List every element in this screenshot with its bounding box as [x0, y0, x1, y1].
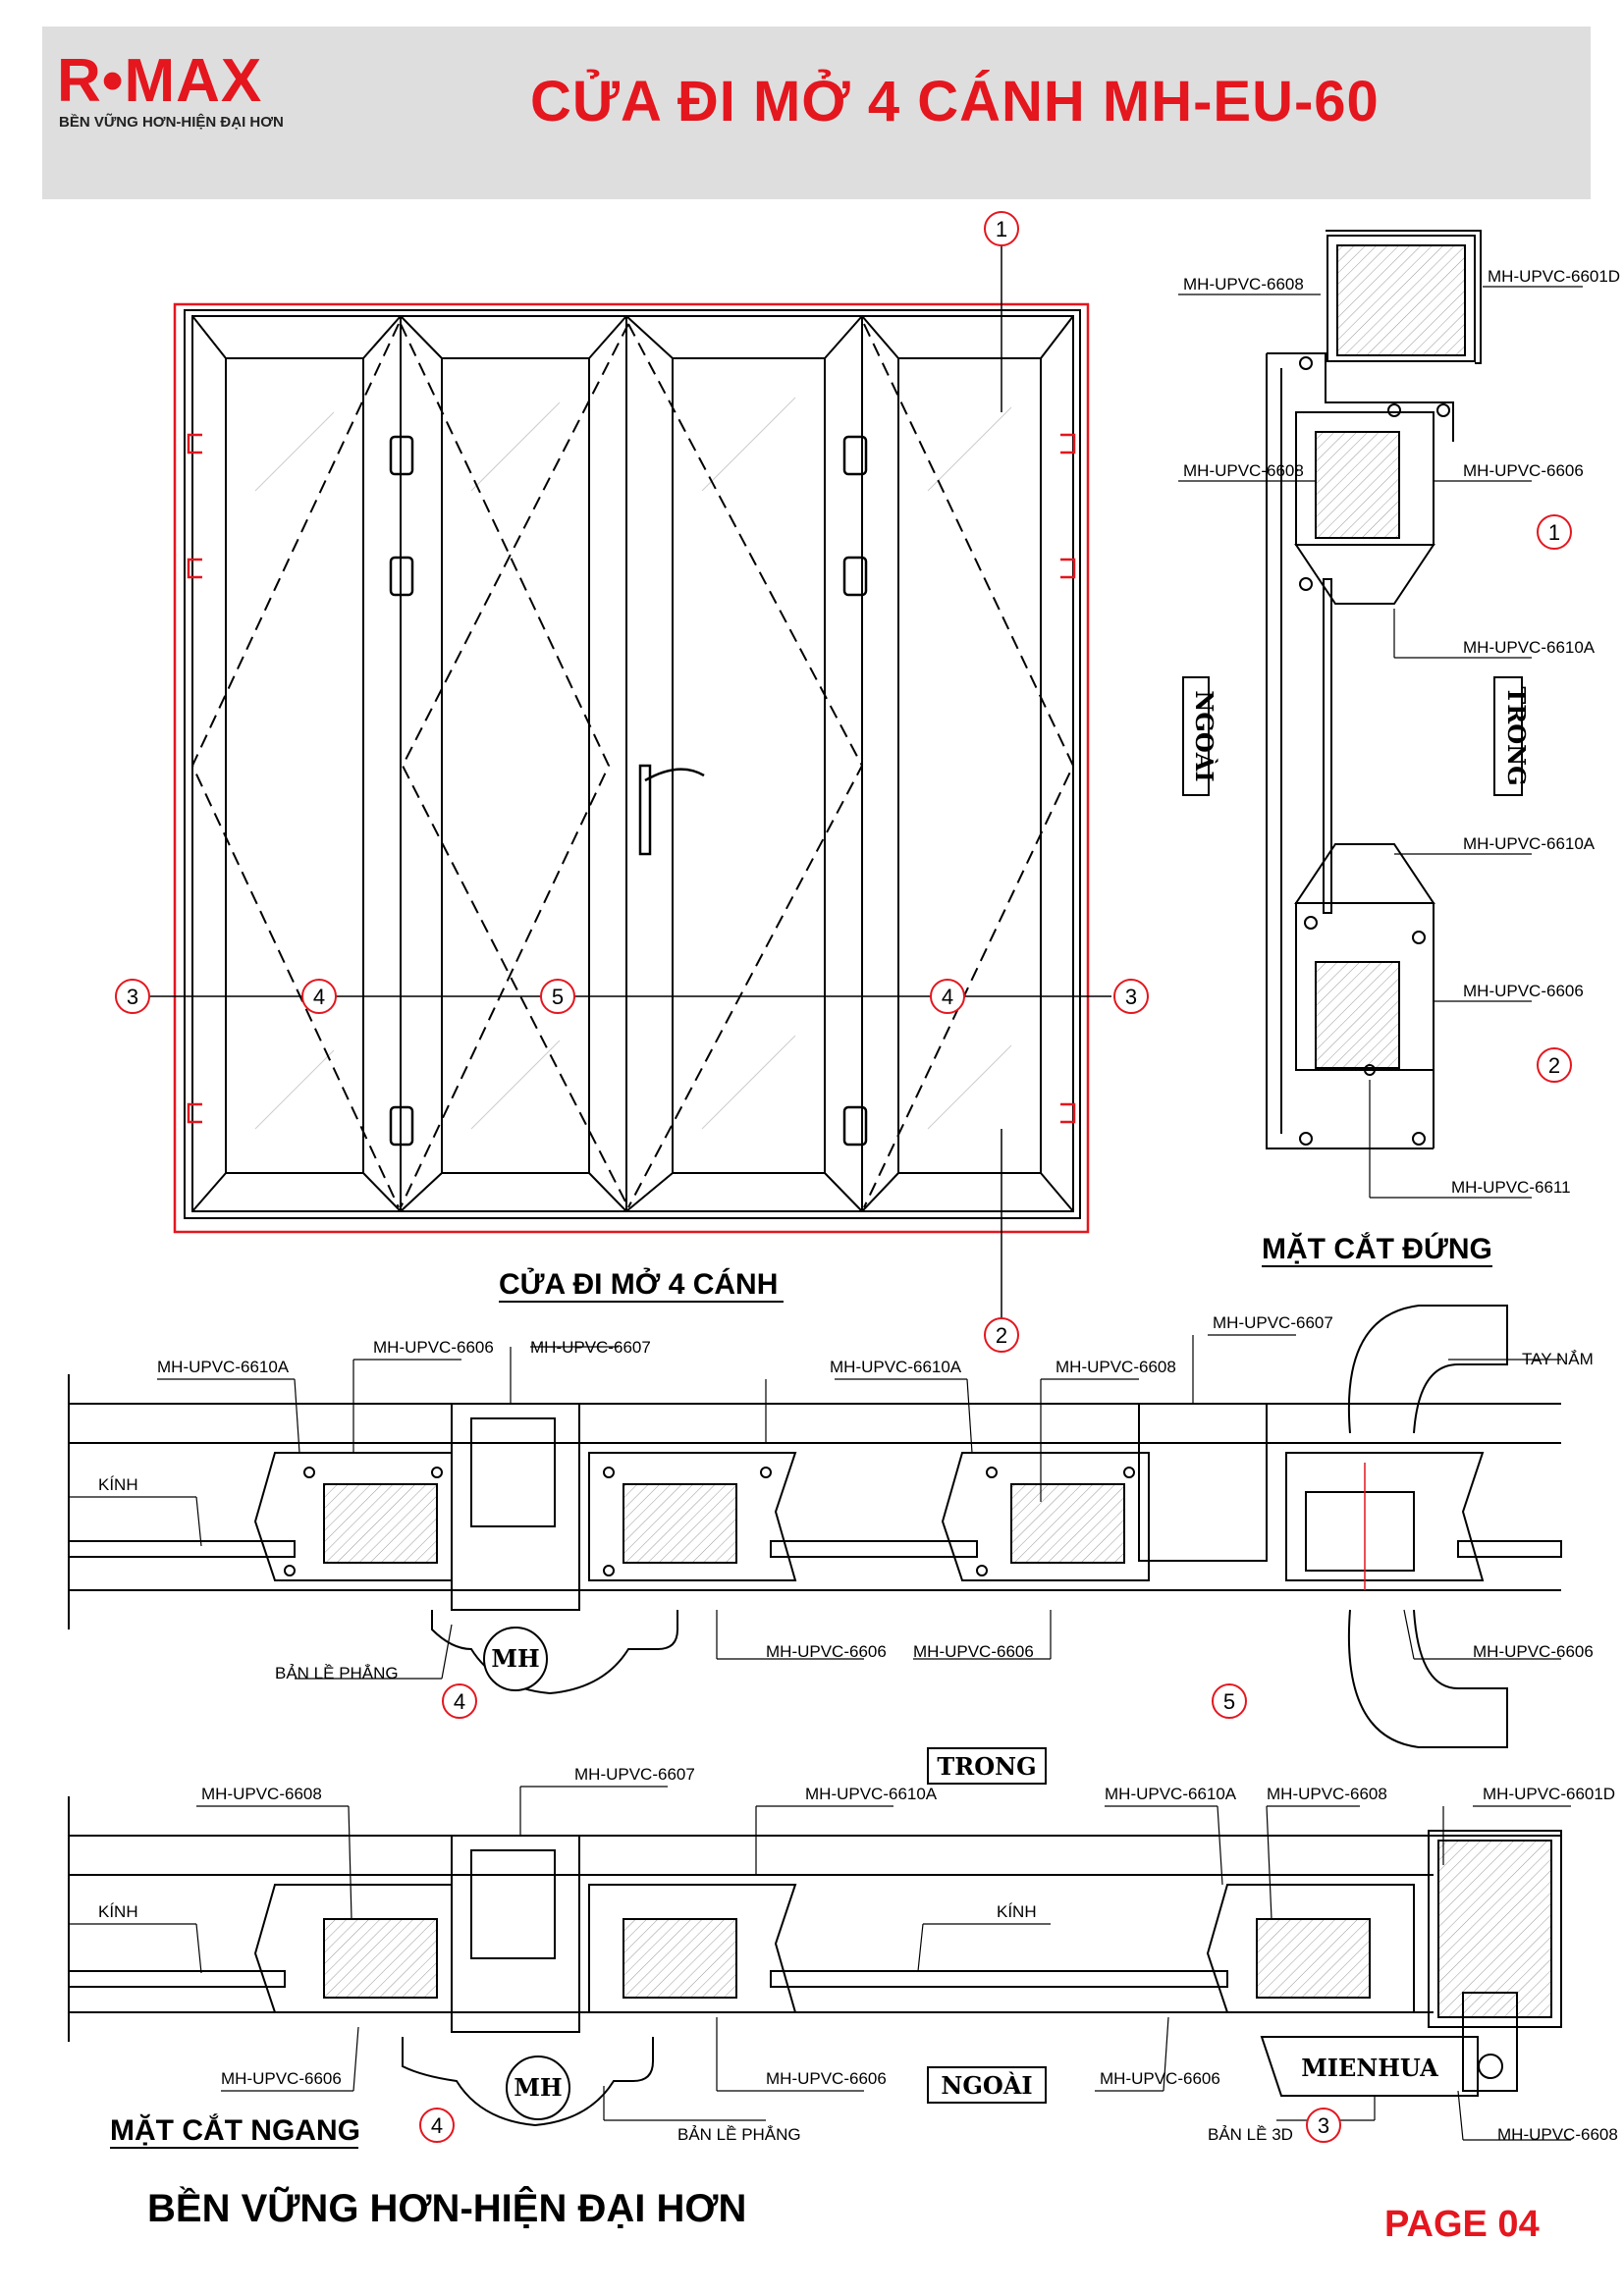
svg-text:MH-UPVC-6606: MH-UPVC-6606: [373, 1338, 494, 1357]
svg-text:3: 3: [1125, 985, 1137, 1009]
hinge-3d-mark: MIENHUA: [1301, 2054, 1438, 2082]
svg-text:MH-UPVC-6610A: MH-UPVC-6610A: [830, 1358, 962, 1376]
footer-slogan: BỀN VỮNG HƠN-HIỆN ĐẠI HƠN: [147, 2187, 747, 2230]
svg-text:4: 4: [313, 985, 325, 1009]
svg-text:MH-UPVC-6610A: MH-UPVC-6610A: [1463, 638, 1596, 657]
svg-text:MH-UPVC-6610A: MH-UPVC-6610A: [157, 1358, 290, 1376]
svg-text:MH-UPVC-6601D: MH-UPVC-6601D: [1483, 1785, 1615, 1803]
horizontal-section-caption: MẶT CẮT NGANG: [110, 2113, 360, 2147]
svg-text:KÍNH: KÍNH: [98, 1475, 138, 1494]
svg-text:1: 1: [1548, 520, 1560, 545]
svg-text:MH-UPVC-6608: MH-UPVC-6608: [1497, 2125, 1618, 2144]
hinge-mark-lower: MH: [514, 2073, 562, 2102]
svg-text:5: 5: [552, 985, 564, 1009]
svg-text:MH-UPVC-6610A: MH-UPVC-6610A: [1463, 834, 1596, 853]
svg-text:5: 5: [1223, 1689, 1235, 1714]
svg-text:BẢN LỀ PHẲNG: BẢN LỀ PHẲNG: [275, 1664, 399, 1682]
svg-text:MH-UPVC-6608: MH-UPVC-6608: [201, 1785, 322, 1803]
horizontal-section-lower: [68, 1786, 1571, 2141]
svg-text:1: 1: [996, 217, 1007, 241]
svg-text:MH-UPVC-6606: MH-UPVC-6606: [221, 2069, 342, 2088]
svg-text:BẢN LỀ PHẲNG: BẢN LỀ PHẲNG: [677, 2125, 801, 2144]
svg-text:2: 2: [996, 1323, 1007, 1348]
svg-text:NGOÀI: NGOÀI: [1190, 690, 1218, 781]
svg-text:MH-UPVC-6606: MH-UPVC-6606: [1463, 982, 1584, 1000]
door-elevation: [149, 243, 1111, 1320]
svg-text:MH-UPVC-6608: MH-UPVC-6608: [1183, 275, 1304, 294]
hinge-mark: MH: [491, 1644, 539, 1673]
vertical-section-caption: MẶT CẮT ĐỨNG: [1262, 1232, 1492, 1265]
vertical-section-labels: MH-UPVC-6608 MH-UPVC-6601D MH-UPVC-6608 …: [1183, 267, 1620, 1197]
page-number: PAGE 04: [1384, 2204, 1540, 2245]
brand-logo: R•MAX: [57, 47, 263, 115]
svg-text:MH-UPVC-6606: MH-UPVC-6606: [766, 1642, 887, 1661]
svg-text:TRONG: TRONG: [1502, 686, 1531, 785]
elevation-caption: CỬA ĐI MỞ 4 CÁNH: [499, 1267, 778, 1301]
svg-text:MH-UPVC-6607: MH-UPVC-6607: [1213, 1313, 1333, 1332]
svg-text:MH-UPVC-6606: MH-UPVC-6606: [1473, 1642, 1594, 1661]
logo-slogan: BỀN VỮNG HƠN-HIỆN ĐẠI HƠN: [59, 114, 284, 131]
svg-text:MH-UPVC-6611: MH-UPVC-6611: [1451, 1178, 1571, 1197]
door-handle-icon: [638, 764, 705, 856]
svg-text:MH-UPVC-6606: MH-UPVC-6606: [913, 1642, 1034, 1661]
svg-text:MH-UPVC-6606: MH-UPVC-6606: [1100, 2069, 1220, 2088]
svg-text:MH-UPVC-6608: MH-UPVC-6608: [1183, 461, 1304, 480]
page-title: CỬA ĐI MỞ 4 CÁNH MH-EU-60: [530, 70, 1380, 133]
svg-text:MH-UPVC-6607: MH-UPVC-6607: [530, 1338, 651, 1357]
horizontal-section-lower-labels: MH-UPVC-6608 MH-UPVC-6607 MH-UPVC-6610A …: [98, 1747, 1618, 2144]
svg-text:2: 2: [1548, 1053, 1560, 1078]
vertical-section: [1178, 230, 1583, 1199]
svg-text:MH-UPVC-6606: MH-UPVC-6606: [1463, 461, 1584, 480]
svg-text:MH-UPVC-6606: MH-UPVC-6606: [766, 2069, 887, 2088]
svg-text:MH-UPVC-6601D: MH-UPVC-6601D: [1488, 267, 1620, 286]
svg-text:KÍNH: KÍNH: [997, 1902, 1037, 1921]
svg-text:3: 3: [127, 985, 138, 1009]
svg-text:TRONG: TRONG: [937, 1752, 1036, 1781]
svg-text:MH-UPVC-6607: MH-UPVC-6607: [574, 1765, 695, 1784]
svg-text:MH-UPVC-6608: MH-UPVC-6608: [1056, 1358, 1176, 1376]
svg-text:BẢN LỀ 3D: BẢN LỀ 3D: [1208, 2125, 1293, 2144]
svg-text:4: 4: [454, 1689, 465, 1714]
svg-text:MH-UPVC-6610A: MH-UPVC-6610A: [805, 1785, 938, 1803]
svg-text:TAY NẮM: TAY NẮM: [1522, 1350, 1594, 1368]
svg-text:MH-UPVC-6610A: MH-UPVC-6610A: [1105, 1785, 1237, 1803]
svg-text:4: 4: [431, 2113, 443, 2138]
horizontal-section-upper: [68, 1305, 1562, 1748]
svg-text:MH-UPVC-6608: MH-UPVC-6608: [1267, 1785, 1387, 1803]
elevation-markers: 1 2 3 4 5 4 3: [115, 211, 1149, 1353]
svg-text:NGOÀI: NGOÀI: [941, 2071, 1032, 2100]
horizontal-section-upper-labels: MH-UPVC-6610A MH-UPVC-6606 MH-UPVC-6607 …: [98, 1313, 1594, 1719]
svg-text:3: 3: [1318, 2113, 1329, 2138]
svg-text:KÍNH: KÍNH: [98, 1902, 138, 1921]
header-band: [42, 27, 1591, 199]
svg-text:4: 4: [942, 985, 953, 1009]
elevation-outline: [173, 302, 1090, 1234]
